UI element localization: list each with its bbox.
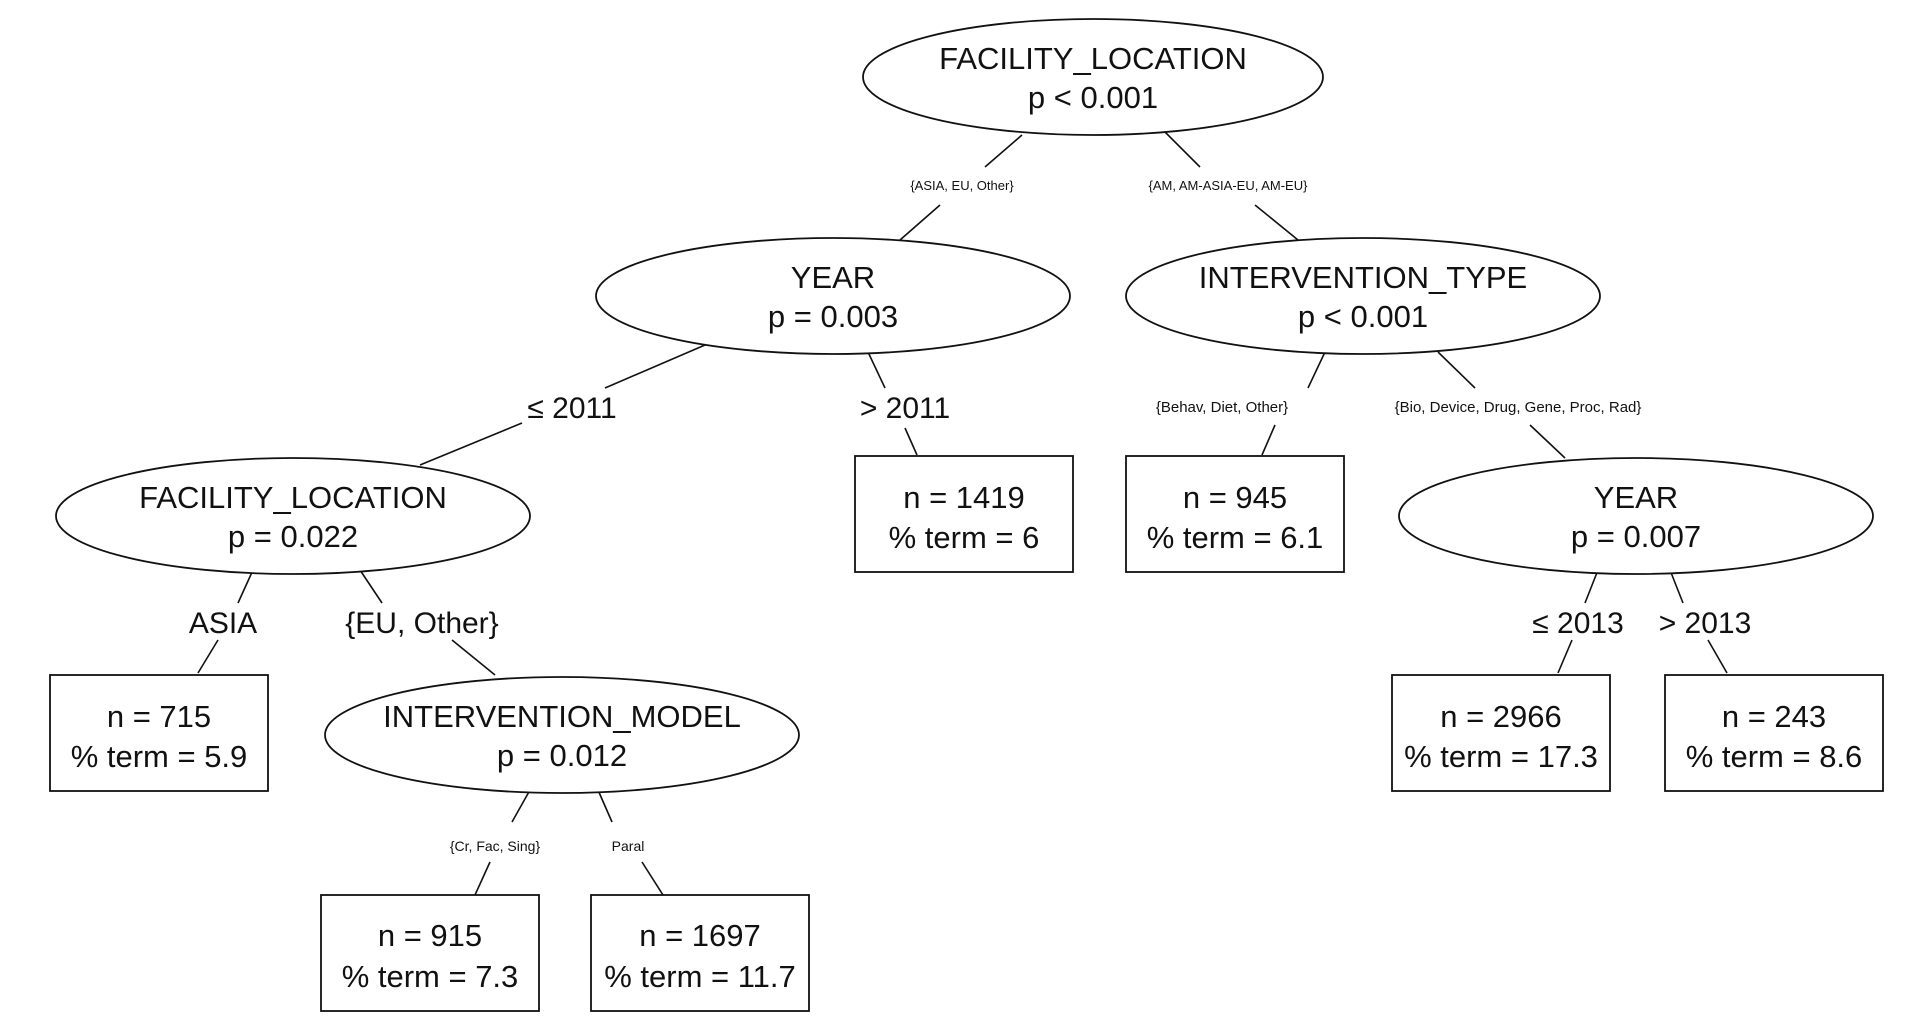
edge-fac2-left-upper — [237, 569, 254, 604]
edge-imodel-left-upper — [511, 789, 531, 823]
node-variable: INTERVENTION_TYPE — [1199, 260, 1527, 295]
leaf-box — [1664, 674, 1884, 792]
edge-year1-right-lower — [904, 427, 918, 456]
node-p-value: p = 0.012 — [497, 738, 627, 773]
edge-year2-left-upper — [1584, 569, 1599, 604]
split-node-year: YEAR p = 0.003 — [595, 237, 1071, 355]
edge-itype-right-lower — [1529, 424, 1566, 459]
edge-root-right-upper — [1164, 131, 1201, 168]
edge-label-year2-left: ≤ 2013 — [1532, 607, 1624, 640]
leaf-term-rate: % term = 8.6 — [1686, 739, 1863, 774]
edge-label-root-right: {AM, AM-ASIA-EU, AM-EU} — [1149, 178, 1309, 193]
leaf-node-1697: n = 1697 % term = 11.7 — [590, 894, 810, 1012]
node-p-value: p = 0.022 — [228, 519, 358, 554]
edge-fac2-left-lower — [197, 639, 219, 674]
leaf-node-715: n = 715 % term = 5.9 — [49, 674, 269, 792]
edge-root-right-lower — [1254, 204, 1299, 241]
leaf-node-2966: n = 2966 % term = 17.3 — [1391, 674, 1611, 792]
edge-label-itype-right: {Bio, Device, Drug, Gene, Proc, Rad} — [1395, 399, 1642, 416]
split-node-facility-location-root: FACILITY_LOCATION p < 0.001 — [862, 18, 1324, 136]
split-node-intervention-type: INTERVENTION_TYPE p < 0.001 — [1125, 237, 1601, 355]
edge-imodel-left-lower — [474, 861, 491, 896]
edge-label-year1-right: > 2011 — [860, 392, 950, 425]
edge-label-year2-right: > 2013 — [1659, 607, 1752, 640]
edge-year2-left-lower — [1557, 639, 1573, 674]
node-ellipse — [55, 457, 531, 575]
split-node-year-2: YEAR p = 0.007 — [1398, 457, 1874, 575]
edge-label-year1-left: ≤ 2011 — [527, 392, 616, 425]
leaf-box — [49, 674, 269, 792]
edge-label-imodel-right: Paral — [612, 838, 645, 854]
node-p-value: p < 0.001 — [1298, 299, 1428, 334]
node-ellipse — [1125, 237, 1601, 355]
node-variable: YEAR — [791, 260, 875, 295]
leaf-term-rate: % term = 11.7 — [604, 959, 796, 994]
node-ellipse — [324, 676, 800, 794]
split-node-intervention-model: INTERVENTION_MODEL p = 0.012 — [324, 676, 800, 794]
node-p-value: p = 0.003 — [768, 299, 898, 334]
node-variable: FACILITY_LOCATION — [139, 480, 447, 515]
edge-label-itype-left: {Behav, Diet, Other} — [1156, 399, 1288, 416]
leaf-box — [320, 894, 540, 1012]
leaf-term-rate: % term = 6 — [889, 520, 1040, 555]
leaf-box — [590, 894, 810, 1012]
leaf-box — [854, 455, 1074, 573]
leaf-node-945: n = 945 % term = 6.1 — [1125, 455, 1345, 573]
leaf-count: n = 1697 — [639, 918, 761, 953]
node-ellipse — [862, 18, 1324, 136]
edge-root-left-lower — [899, 204, 941, 241]
edge-itype-left-upper — [1307, 351, 1326, 389]
node-variable: INTERVENTION_MODEL — [383, 699, 741, 734]
leaf-term-rate: % term = 6.1 — [1147, 520, 1324, 555]
edge-label-fac2-left: ASIA — [189, 607, 257, 640]
edge-year2-right-lower — [1707, 639, 1728, 674]
tree-edges — [197, 131, 1728, 896]
edge-label-fac2-right: {EU, Other} — [345, 607, 498, 640]
edge-itype-left-lower — [1261, 424, 1276, 456]
leaf-term-rate: % term = 5.9 — [71, 739, 248, 774]
node-variable: YEAR — [1594, 480, 1678, 515]
node-p-value: p < 0.001 — [1028, 80, 1158, 115]
edge-fac2-right-lower — [451, 639, 496, 676]
edge-itype-right-upper — [1437, 351, 1476, 389]
leaf-count: n = 915 — [378, 918, 482, 953]
node-ellipse — [1398, 457, 1874, 575]
node-p-value: p = 0.007 — [1571, 519, 1701, 554]
leaf-count: n = 1419 — [903, 480, 1025, 515]
edge-labels: {ASIA, EU, Other} {AM, AM-ASIA-EU, AM-EU… — [189, 178, 1751, 854]
edge-year1-left-upper — [604, 344, 706, 389]
leaf-node-243: n = 243 % term = 8.6 — [1664, 674, 1884, 792]
edge-year1-right-upper — [867, 351, 886, 389]
leaf-node-915: n = 915 % term = 7.3 — [320, 894, 540, 1012]
edge-label-root-left: {ASIA, EU, Other} — [910, 178, 1014, 193]
split-node-facility-location: FACILITY_LOCATION p = 0.022 — [55, 457, 531, 575]
leaf-count: n = 945 — [1183, 480, 1287, 515]
leaf-term-rate: % term = 17.3 — [1404, 739, 1598, 774]
leaf-count: n = 715 — [107, 699, 211, 734]
node-ellipse — [595, 237, 1071, 355]
edge-year1-left-lower — [419, 422, 523, 466]
leaf-count: n = 243 — [1722, 699, 1826, 734]
leaf-box — [1391, 674, 1611, 792]
leaf-box — [1125, 455, 1345, 573]
leaf-count: n = 2966 — [1440, 699, 1562, 734]
edge-imodel-right-lower — [641, 861, 664, 896]
edge-root-left-upper — [984, 134, 1023, 168]
edge-fac2-right-upper — [359, 569, 383, 604]
edge-imodel-right-upper — [597, 789, 613, 823]
node-variable: FACILITY_LOCATION — [939, 41, 1247, 76]
edge-year2-right-upper — [1669, 569, 1684, 604]
edge-label-imodel-left: {Cr, Fac, Sing} — [450, 838, 541, 854]
leaf-term-rate: % term = 7.3 — [342, 959, 519, 994]
leaf-node-1419: n = 1419 % term = 6 — [854, 455, 1074, 573]
